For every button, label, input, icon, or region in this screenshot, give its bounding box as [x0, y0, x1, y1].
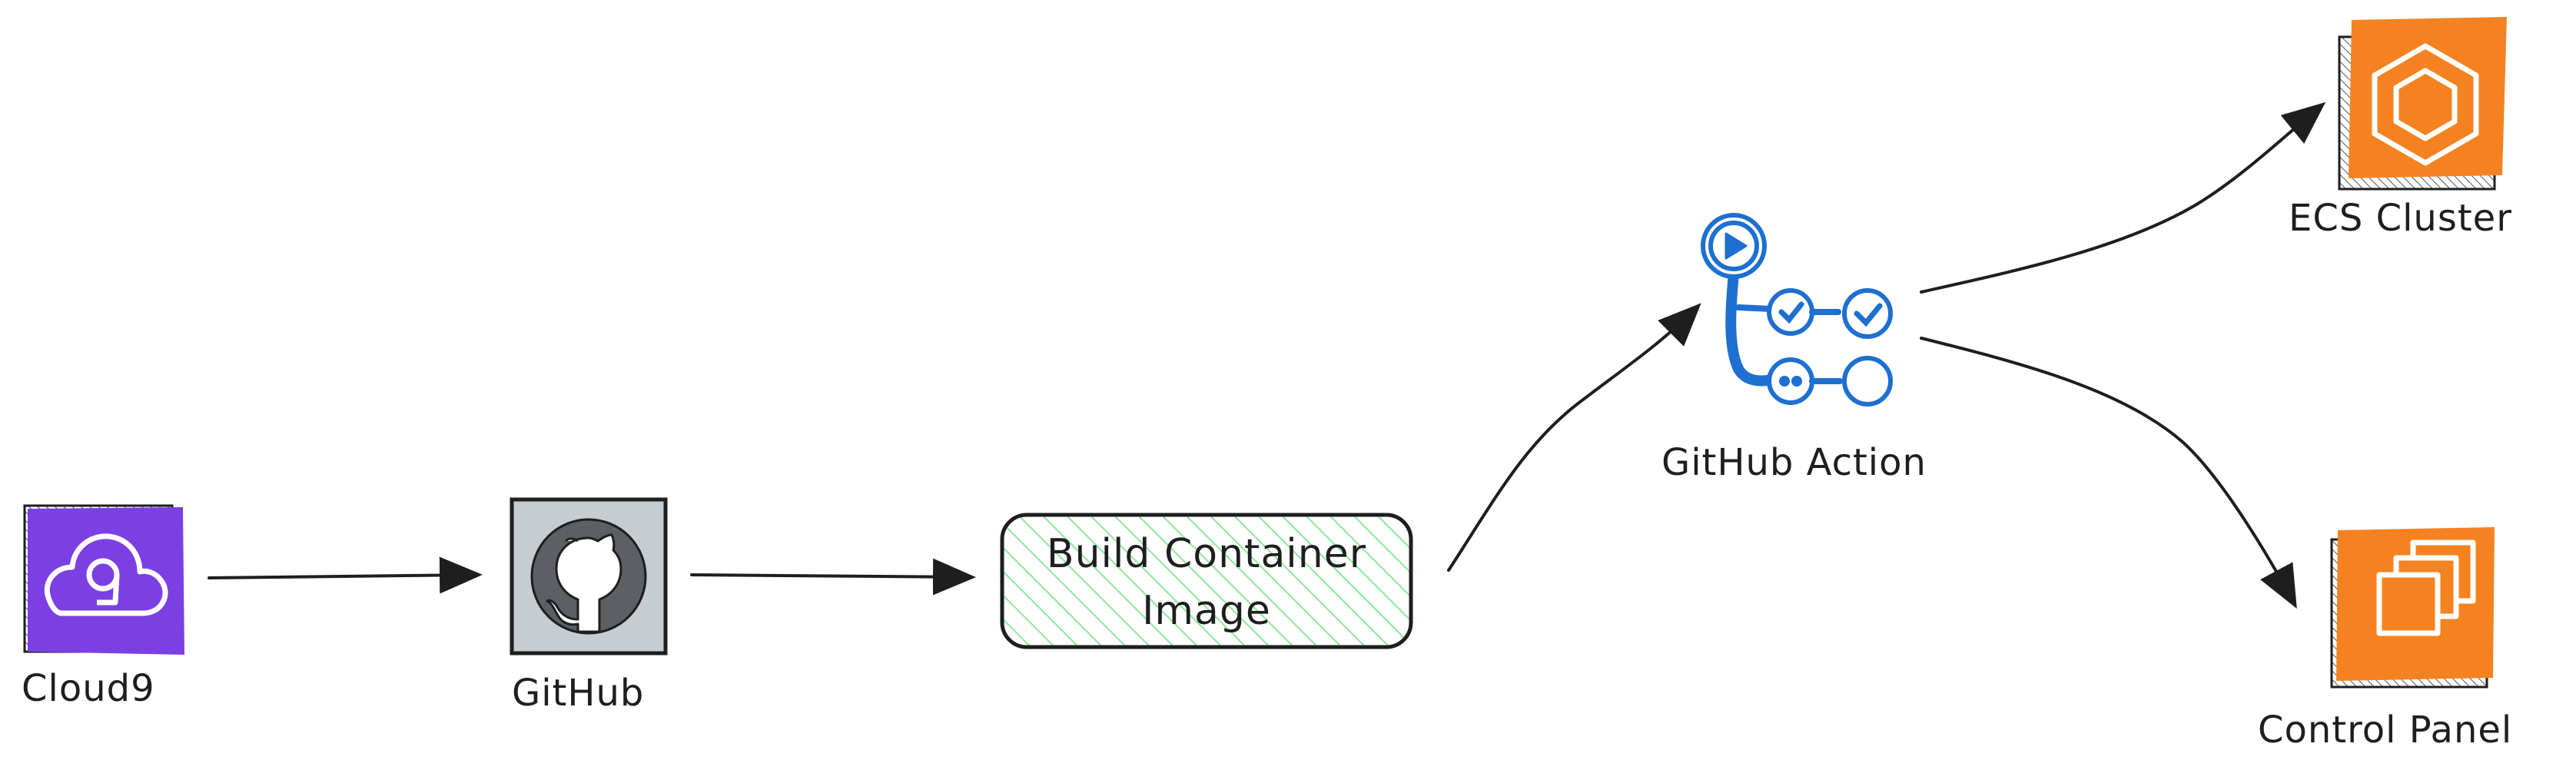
github-node[interactable]: GitHub — [510, 497, 668, 715]
github-action-label: GitHub Action — [1661, 441, 1927, 484]
build-container-label-line2: Image — [1142, 588, 1271, 634]
arrow-github-action-to-ecs — [1920, 101, 2326, 294]
cloud9-icon — [44, 533, 168, 616]
github-actions-icon — [1701, 213, 1893, 407]
control-panel-node[interactable]: Control Panel — [2258, 527, 2512, 752]
ecs-icon — [2372, 43, 2479, 166]
cloud9-tile — [28, 507, 184, 655]
ec2-instances-icon — [2376, 539, 2476, 636]
control-panel-label: Control Panel — [2258, 709, 2512, 752]
arrow-cloud9-to-github — [207, 556, 483, 594]
github-label: GitHub — [512, 672, 644, 715]
cloud9-label: Cloud9 — [22, 667, 155, 710]
ecs-cluster-label: ECS Cluster — [2289, 197, 2512, 240]
github-action-node[interactable]: GitHub Action — [1661, 213, 1927, 484]
build-container-label-line1: Build Container — [1047, 531, 1366, 577]
github-icon — [530, 518, 647, 635]
arrow-github-to-build — [690, 558, 976, 596]
ecs-cluster-node[interactable]: ECS Cluster — [2289, 17, 2512, 240]
arrow-github-action-to-control-panel — [1920, 337, 2297, 609]
build-container-node[interactable]: Build Container Image — [1000, 513, 1413, 649]
connectors — [207, 101, 2326, 609]
arrow-build-to-github-action — [1447, 303, 1701, 572]
cloud9-node[interactable]: Cloud9 — [22, 504, 184, 710]
build-container-box — [1000, 513, 1413, 649]
